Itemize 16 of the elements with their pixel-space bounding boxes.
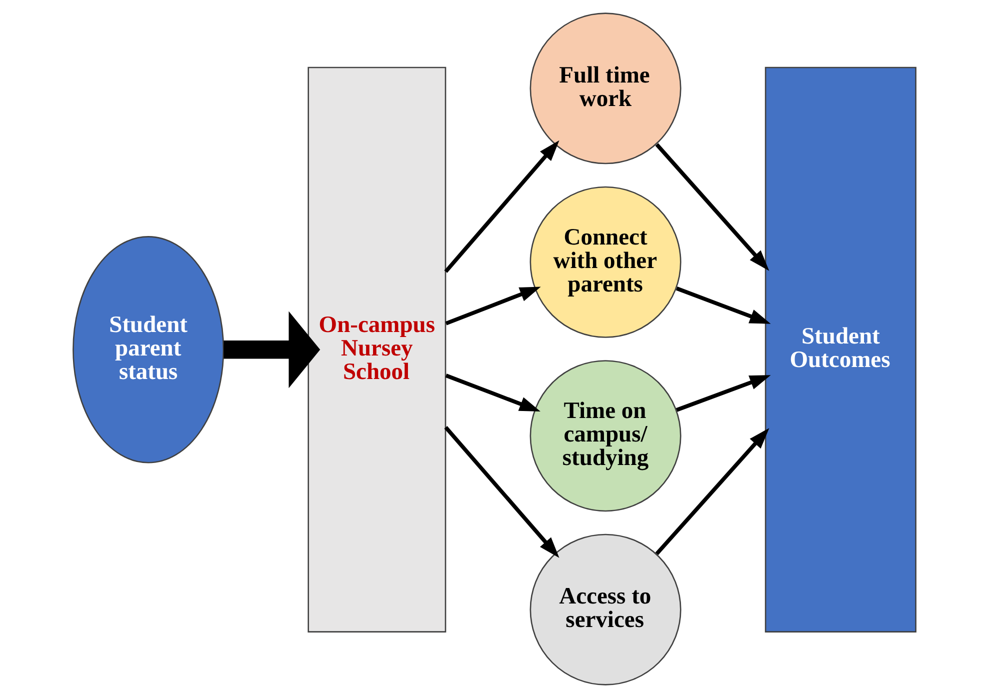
node-circle: Time on campus/ studying	[530, 360, 682, 512]
node-box: On-campus Nursey School	[308, 66, 446, 632]
node-ellipse: Student parent status	[72, 236, 224, 464]
node-circle: Full time work	[530, 12, 682, 164]
arrow	[445, 286, 541, 326]
arrow	[445, 374, 540, 412]
arrow	[655, 428, 770, 556]
node-box: Student Outcomes	[764, 66, 916, 632]
arrow	[444, 426, 560, 558]
arrow	[676, 375, 771, 412]
arrow	[224, 311, 320, 388]
arrow	[444, 140, 560, 273]
arrow	[655, 143, 770, 271]
node-circle: Access to services	[530, 534, 682, 686]
arrow	[676, 286, 771, 324]
node-circle: Connect with other parents	[530, 186, 682, 338]
